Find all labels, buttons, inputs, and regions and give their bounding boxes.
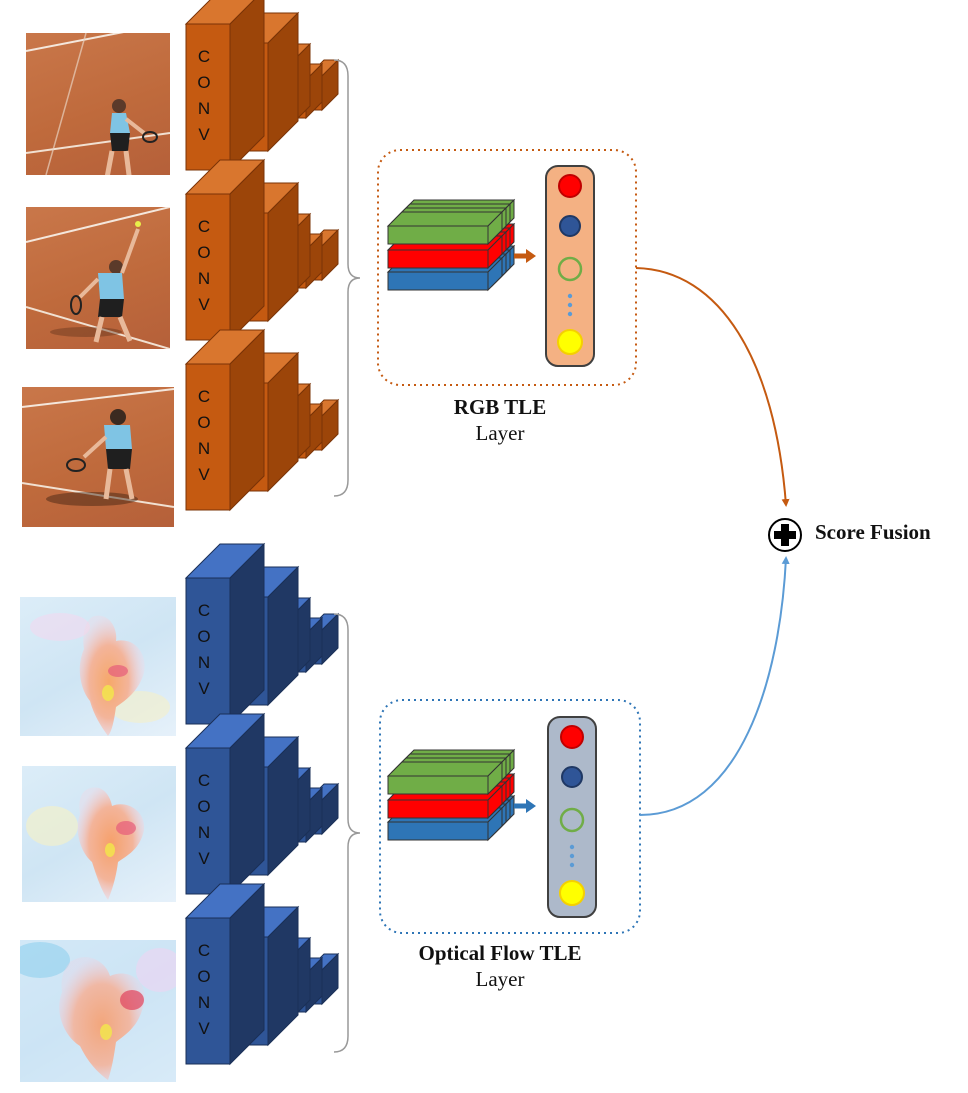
flow-tle-subtitle: Layer	[475, 967, 525, 991]
rgb-tle-title: RGB TLE	[453, 395, 547, 419]
ellipsis-dot	[567, 293, 573, 299]
rgb-frame-1	[26, 33, 170, 175]
score-circle	[559, 807, 585, 833]
flow-frame-3	[20, 940, 176, 1082]
flow-frame-1	[20, 597, 176, 736]
score-circle	[561, 766, 583, 788]
rgb-tle-box	[377, 149, 637, 386]
score-fusion-label: Score Fusion	[815, 520, 931, 544]
tennis-player-image	[26, 207, 170, 349]
rgb-score-vector	[545, 165, 595, 367]
flow-frame-2	[22, 766, 176, 902]
tennis-player-image	[22, 388, 174, 508]
tennis-player-image	[26, 33, 170, 175]
flow-tle-title: Optical Flow TLE	[418, 941, 582, 965]
ellipsis-dot	[569, 844, 575, 850]
rgb-frame-3	[22, 387, 174, 527]
rgb-brace	[333, 59, 361, 497]
optical-flow-image	[20, 940, 176, 1082]
score-circle	[558, 174, 582, 198]
score-circle	[559, 215, 581, 237]
rgb-frame-2	[26, 207, 170, 349]
ellipsis-dot	[569, 862, 575, 868]
rgb-tle-subtitle: Layer	[475, 421, 525, 445]
flow-tle-caption: Optical Flow TLE Layer	[380, 940, 620, 992]
flow-to-fusion-arrow	[639, 556, 790, 816]
ellipsis-dot	[569, 853, 575, 859]
circle-plus-icon	[768, 518, 802, 552]
score-circle	[560, 725, 584, 749]
flow-brace	[333, 613, 361, 1053]
flow-tle-box	[379, 699, 641, 934]
tle-boxes	[377, 149, 641, 934]
score-circle	[559, 880, 585, 906]
ellipsis-dot	[567, 311, 573, 317]
flow-score-vector	[547, 716, 597, 918]
optical-flow-image	[30, 613, 170, 736]
optical-flow-image	[26, 787, 145, 900]
ellipsis-dot	[567, 302, 573, 308]
braces	[333, 59, 361, 1053]
score-circle	[557, 329, 583, 355]
score-circle	[557, 256, 583, 282]
rgb-to-fusion-arrow	[635, 267, 790, 507]
rgb-tle-caption: RGB TLE Layer	[380, 394, 620, 446]
